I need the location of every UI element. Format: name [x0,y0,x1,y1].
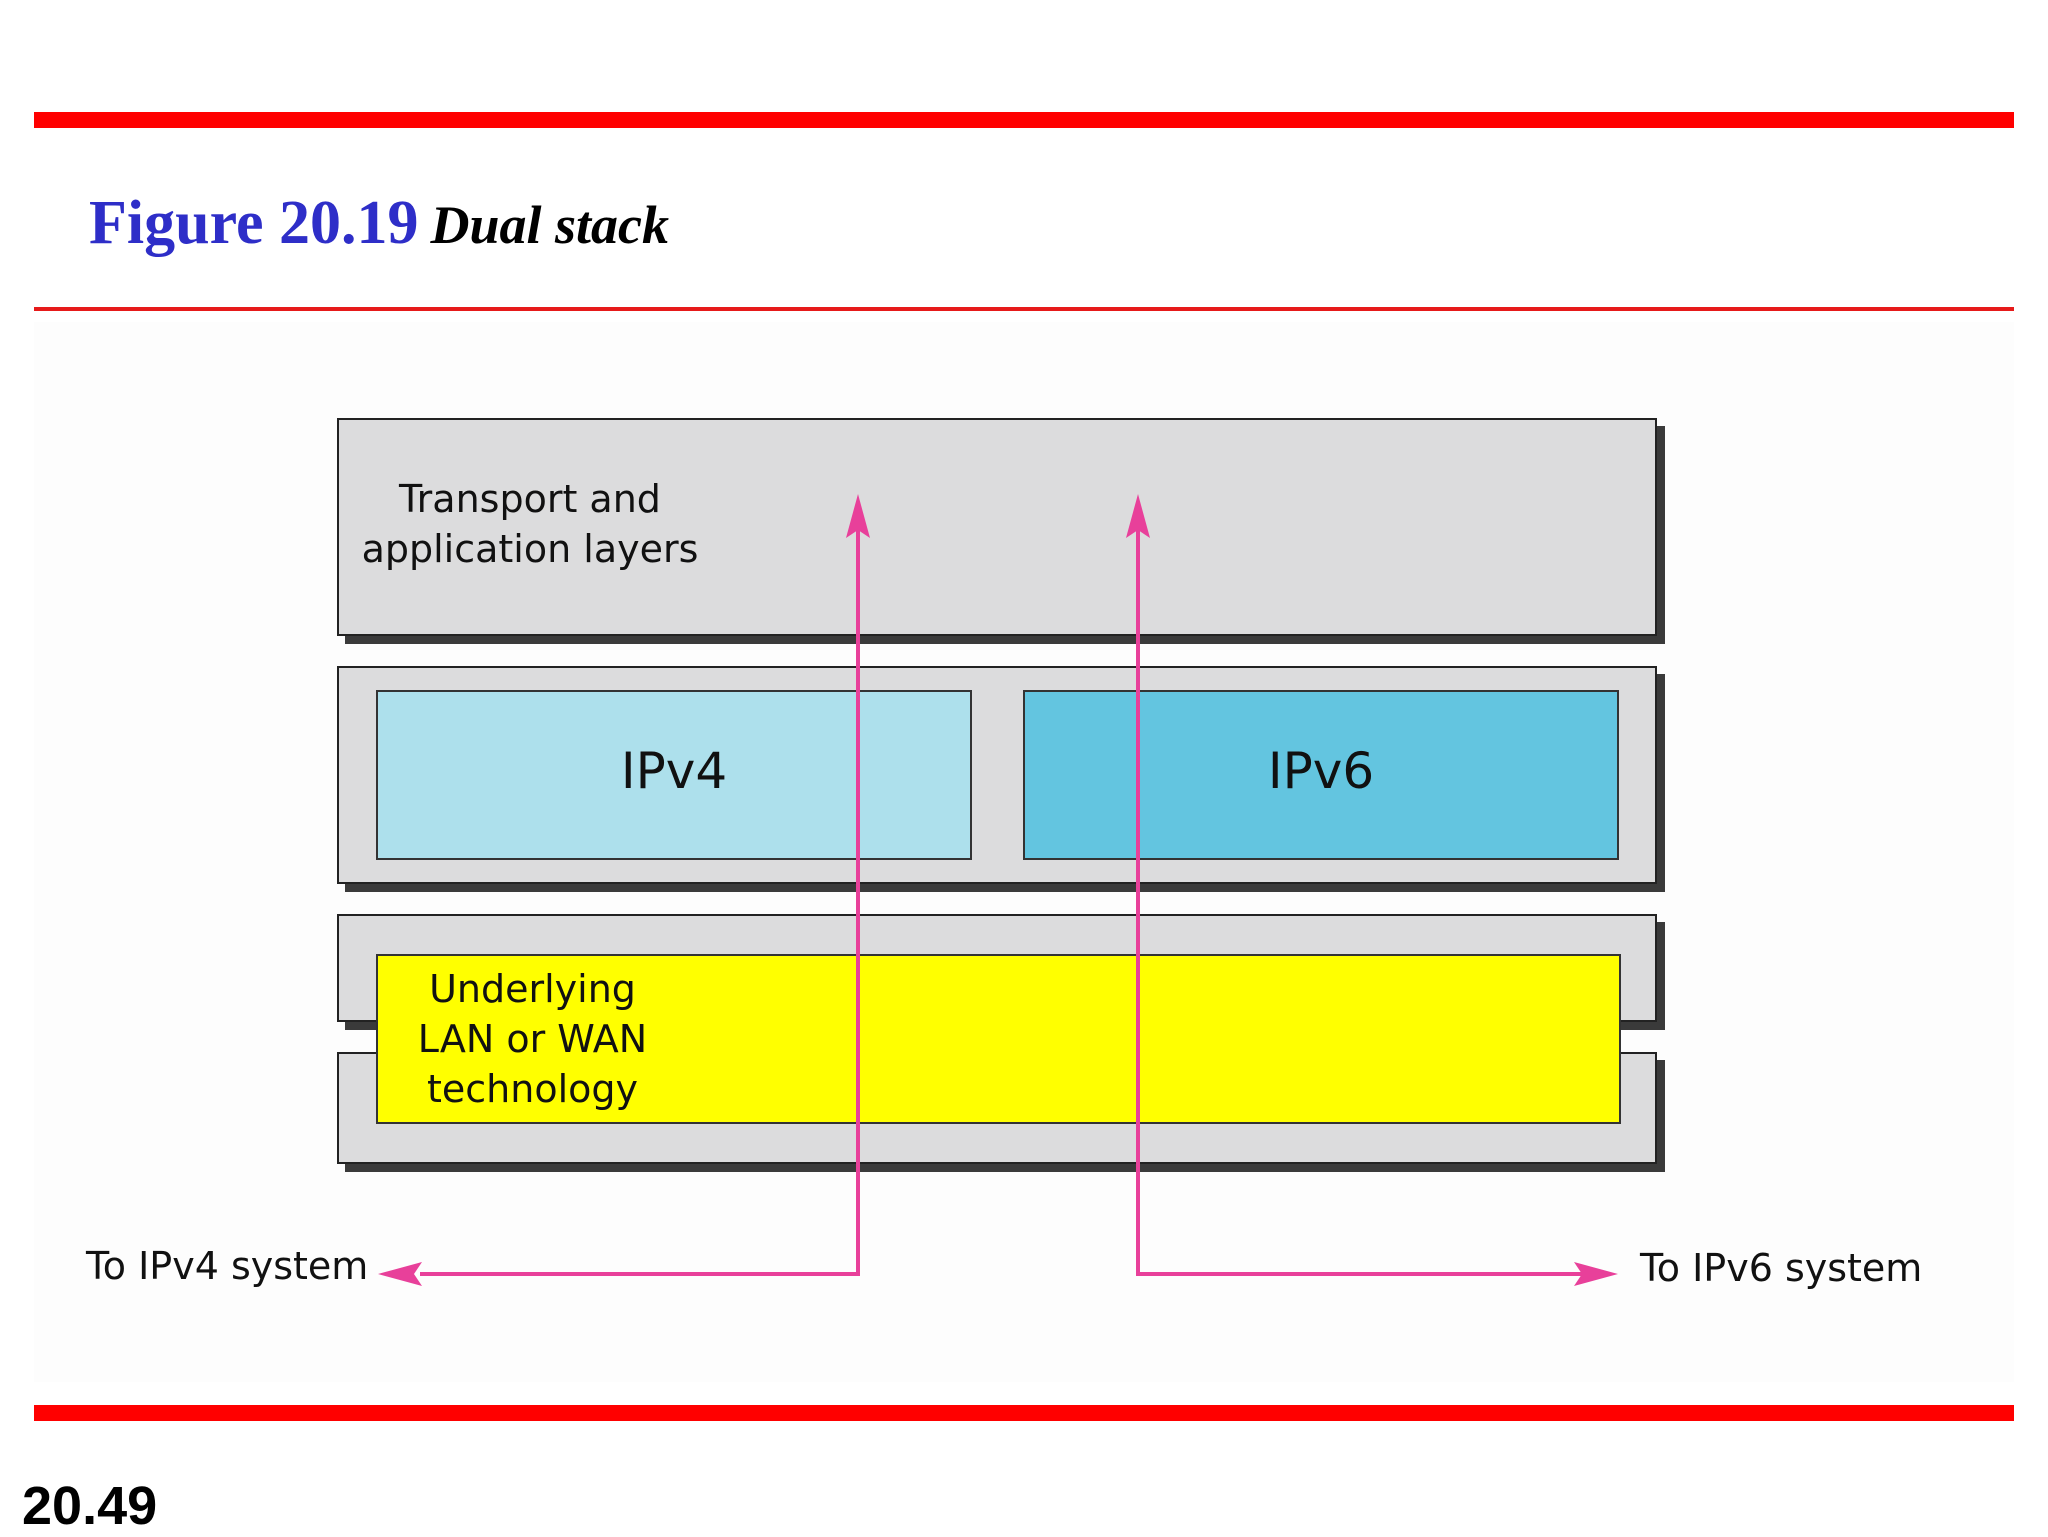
page-number: 20.49 [22,1476,158,1536]
ipv4-label: IPv4 [620,742,728,800]
underlying-technology-label: Underlying LAN or WAN technology [380,964,685,1114]
bottom-red-rule [34,1405,2014,1421]
figure-caption: Dual stack [430,195,670,255]
figure-number: Figure 20.19 [89,189,419,257]
to-ipv6-arrowhead [1574,1262,1618,1286]
title-divider [34,307,2014,311]
underlying-technology-box [376,954,1621,1124]
underlying-line2: LAN or WAN [417,1017,648,1061]
ipv4-up-arrowhead [846,494,870,538]
transport-application-layer [337,418,1657,636]
to-ipv6-system-label: To IPv6 system [1640,1246,1923,1290]
ipv6-path-arrow [1136,515,1590,1276]
ipv6-box [1023,690,1619,860]
to-ipv4-system-label: To IPv4 system [86,1244,369,1288]
ipv4-path-arrow [420,515,860,1276]
underlying-line1: Underlying [429,967,636,1011]
to-ipv4-arrowhead [378,1262,422,1286]
transport-label-line1: Transport and [399,477,661,521]
underlying-line3: technology [426,1067,638,1111]
transport-application-label: Transport and application layers [360,474,700,574]
transport-label-line2: application layers [361,527,699,571]
ipv4-box [376,690,972,860]
top-red-rule [34,112,2014,128]
ipv6-up-arrowhead [1126,494,1150,538]
ipv6-label: IPv6 [1267,742,1375,800]
